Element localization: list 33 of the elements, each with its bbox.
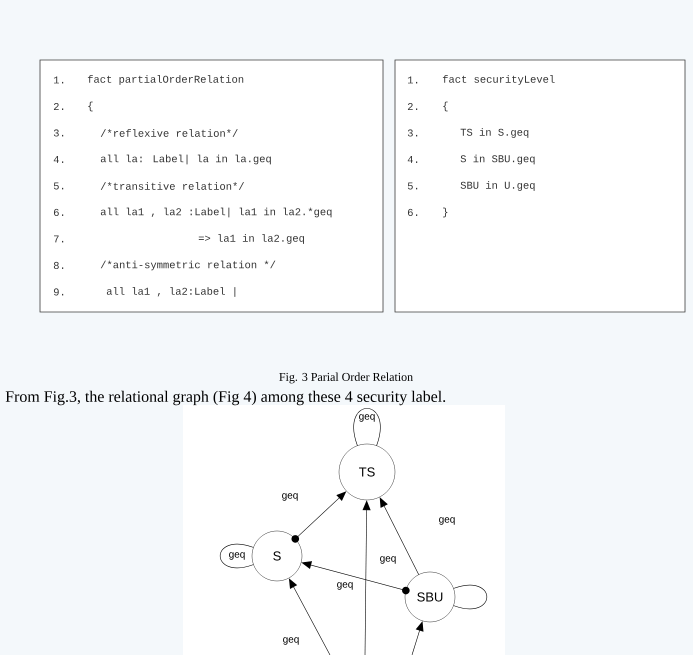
line-number: 2. [408,102,418,110]
line-number: 3. [54,129,64,137]
line-number: 4. [408,156,418,163]
code-line: SBU in U.geq [460,181,535,191]
code-line: all la1 , la2 :Label| la1 in la2.*geq [100,208,332,218]
code-line: all la: Label| la in la.geq [100,154,271,164]
code-line: fact securityLevel [442,75,555,85]
line-number: 1. [408,76,418,84]
line-number: 6. [54,208,64,216]
line-number: 6. [408,208,418,216]
line-number: 7. [54,236,64,242]
line-number: 5. [54,182,64,190]
code-line: { [443,102,448,112]
body-text: From Fig.3, the relational graph (Fig 4) among these 4 security label. [6,390,446,406]
code-line: /*reflexive relation*/ [100,129,238,137]
line-number: 1. [54,76,64,84]
code-line: => la1 in la2.geq [198,234,304,244]
line-number: 3. [408,129,418,137]
arrow [291,491,346,543]
line-number: 8. [54,262,64,270]
code-line: /*anti-symmetric relation */ [100,260,276,270]
code-line: { [88,102,93,112]
figure-caption: Fig. 3 Parial Order Relation [279,372,413,384]
code-line: all la1 , la2:Label | [106,287,236,297]
code-line: S in SBU.geq [460,154,535,164]
code-line: fact partialOrderRelation [88,75,244,85]
line-number: 5. [408,182,418,190]
line-number: 9. [54,288,64,296]
code-line: TS in S.geq [460,128,528,138]
code-line: /*transitive relation*/ [100,182,244,190]
line-number: 4. [54,156,64,163]
line-number: 2. [54,102,64,110]
code-line: } [443,208,448,218]
